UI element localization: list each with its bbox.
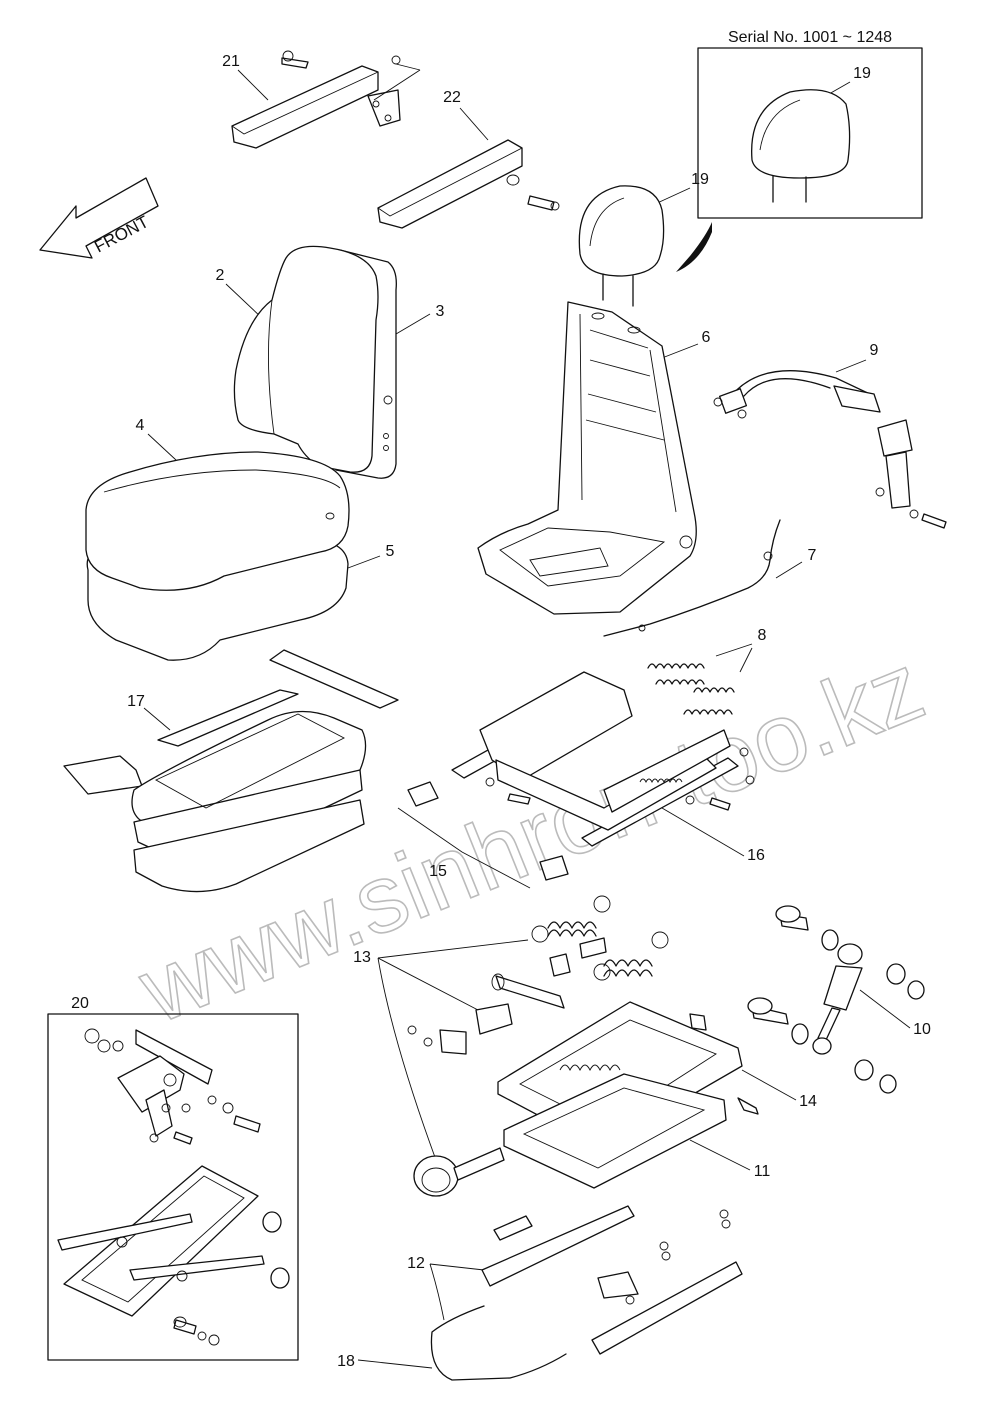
part-10-shock-absorber: 10 xyxy=(747,905,931,1094)
part-11-base-frame: 11 xyxy=(503,1073,771,1189)
part-21-armrest-left: 21 xyxy=(222,50,421,149)
inset-serial-title: Serial No. 1001 ~ 1248 xyxy=(728,29,892,46)
part-16-seat-slide-rails: 16 xyxy=(451,671,765,864)
callout-21: 21 xyxy=(222,53,240,70)
part-12-slide-rails: 12 xyxy=(407,1205,743,1355)
callout-6: 6 xyxy=(702,329,711,346)
part-6-seat-frame: 6 xyxy=(477,301,711,615)
callout-10: 10 xyxy=(913,1021,931,1038)
callout-14: 14 xyxy=(799,1093,817,1110)
callout-2: 2 xyxy=(216,267,225,284)
callout-8: 8 xyxy=(758,627,767,644)
part-8-springs: 8 xyxy=(647,627,767,715)
inset-serial-box: Serial No. 1001 ~ 1248 19 xyxy=(676,29,923,272)
callout-18: 18 xyxy=(337,1353,355,1370)
callout-7: 7 xyxy=(808,547,817,564)
callout-5: 5 xyxy=(386,543,395,560)
inset-20-box: 20 xyxy=(47,995,299,1361)
callout-9: 9 xyxy=(870,342,879,359)
front-arrow: FRONT xyxy=(39,177,159,259)
knob-bolt xyxy=(413,1147,505,1197)
callout-19: 19 xyxy=(691,171,709,188)
callout-15: 15 xyxy=(429,863,447,880)
callout-16: 16 xyxy=(747,847,765,864)
callout-4: 4 xyxy=(136,417,145,434)
callout-22: 22 xyxy=(443,89,461,106)
part-4-5-seat-cushion: 4 5 xyxy=(85,417,395,661)
part-19-headrest: 19 xyxy=(578,171,709,307)
part-7-cable: 7 xyxy=(603,519,817,637)
part-18-lever: 18 xyxy=(337,1305,567,1381)
part-2-3-seat-backrest: 2 3 xyxy=(216,245,445,479)
part-15-clips: 15 xyxy=(397,781,569,889)
part-17-plates-and-tray: 17 xyxy=(63,649,399,893)
callout-17: 17 xyxy=(127,693,145,710)
part-22-armrest-right: 22 xyxy=(377,89,560,229)
part-9-seat-belt: 9 xyxy=(713,342,947,529)
part-13-springs-and-parts: 13 xyxy=(353,895,669,1161)
callout-12: 12 xyxy=(407,1255,425,1272)
callout-11: 11 xyxy=(754,1163,771,1180)
callout-3: 3 xyxy=(436,303,445,320)
callout-13: 13 xyxy=(353,949,371,966)
callout-20: 20 xyxy=(71,995,89,1012)
callout-19-inset: 19 xyxy=(853,65,871,82)
